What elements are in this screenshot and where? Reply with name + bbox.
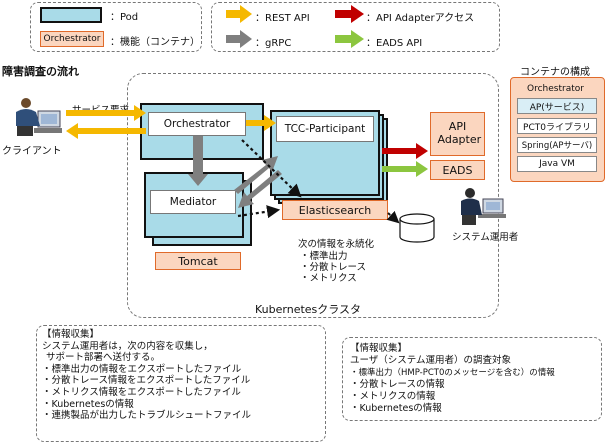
sysop-label: システム運用者	[452, 232, 519, 243]
persist-title: 次の情報を永続化	[298, 239, 375, 250]
container-layer-pct0: PCT0ライブラリ	[517, 118, 597, 134]
orchestrator-to-es-dotted	[241, 139, 302, 198]
info-right-line: ・メトリクスの情報	[350, 391, 436, 402]
info-left-text: 【情報収集】 システム運用者は，次の内容を収集し， サポート部署へ送付する。 ・…	[42, 329, 251, 422]
es-to-db-dotted	[386, 210, 400, 224]
tcc-to-mediator-arrow	[238, 170, 282, 208]
flow-title: 障害調査の流れ	[2, 65, 79, 78]
client-label: クライアント	[2, 146, 62, 157]
tcc-to-adapter-arrow	[382, 143, 428, 159]
info-left-line: ・メトリクス情報をエクスポートしたファイル	[42, 386, 241, 398]
legend-rest-label: ：REST API	[255, 13, 310, 24]
client-person-icon	[16, 98, 62, 136]
info-right-line: ・標準出力（HMP-PCT0のメッセージを含む）の情報	[350, 368, 555, 378]
info-right-box	[342, 337, 602, 421]
orchestrator-box: Orchestrator	[148, 112, 246, 136]
tcc-participant-box: TCC-Participant	[276, 116, 374, 142]
info-right-line: ・Kubernetesの情報	[350, 403, 442, 414]
info-right-text: 【情報収集】 ユーザ（システム運用者）の調査対象 ・標準出力（HMP-PCT0の…	[350, 343, 555, 415]
database-icon	[399, 213, 435, 243]
info-right-line: 【情報収集】	[350, 343, 408, 354]
mediator-to-tcc-arrow	[234, 156, 278, 194]
info-left-box	[36, 325, 326, 442]
legend-box-right	[211, 2, 500, 52]
info-left-line: 【情報収集】	[42, 329, 100, 340]
legend-pod-label: ：Pod	[110, 12, 139, 23]
legend-grpc-label: ：gRPC	[255, 38, 292, 49]
orchestrator-to-tcc-arrow	[246, 115, 276, 131]
legend-function-swatch: Orchestrator	[40, 31, 104, 47]
info-right-line: ユーザ（システム運用者）の調査対象	[350, 355, 512, 366]
info-left-line: ・分散トレース情報をエクスポートしたファイル	[42, 375, 251, 387]
api-adapter-box: API Adapter	[430, 112, 485, 156]
persist-item: ・分散トレース	[300, 262, 367, 273]
legend-adapter-label: ：API Adapterアクセス	[366, 13, 475, 24]
container-layer-spring: Spring(APサーバ)	[517, 137, 597, 153]
api-adapter-label: API Adapter	[437, 120, 482, 146]
legend-pod-swatch	[40, 7, 102, 23]
kubernetes-cluster	[127, 73, 499, 318]
container-layer-orchestrator: Orchestrator	[527, 84, 584, 94]
sysop-person-icon	[461, 188, 506, 225]
persist-item: ・メトリクス	[300, 273, 357, 284]
request-arrow	[66, 105, 146, 121]
info-left-line: システム運用者は，次の内容を収集し，	[42, 340, 213, 352]
legend-rest-arrow	[226, 5, 252, 23]
persist-item: ・標準出力	[300, 251, 348, 262]
info-right-line: ・分散トレースの情報	[350, 379, 445, 390]
legend-function-label: ：機能（コンテナ）	[110, 37, 200, 48]
info-left-line: ・標準出力の情報をエクスポートしたファイル	[42, 363, 242, 375]
legend-eads-label: ：EADS API	[366, 38, 423, 49]
elasticsearch-box: Elasticsearch	[282, 200, 388, 220]
mediator-box: Mediator	[150, 190, 236, 214]
legend-adapter-arrow	[335, 5, 364, 23]
legend-box-left	[30, 2, 202, 52]
container-structure-title: コンテナの構成	[520, 67, 590, 78]
info-left-line: サポート部署へ送付する。	[46, 352, 161, 364]
info-left-line: ・Kubernetesの情報	[42, 398, 134, 410]
container-layer-ap: AP(サービス)	[517, 98, 597, 114]
container-layer-javavm: Java VM	[517, 156, 597, 172]
info-left-line: ・連携製品が出力したトラブルシュートファイル	[42, 410, 252, 422]
tcc-to-eads-arrow	[382, 161, 428, 177]
legend-eads-arrow	[335, 30, 364, 48]
kubernetes-cluster-label: Kubernetesクラスタ	[255, 303, 362, 316]
response-arrow	[66, 123, 146, 139]
legend-grpc-arrow	[226, 30, 252, 48]
eads-box: EADS	[430, 160, 485, 180]
mediator-to-es-dotted	[237, 205, 281, 219]
orchestrator-to-mediator-arrow	[188, 136, 208, 186]
tomcat-box: Tomcat	[155, 252, 241, 270]
